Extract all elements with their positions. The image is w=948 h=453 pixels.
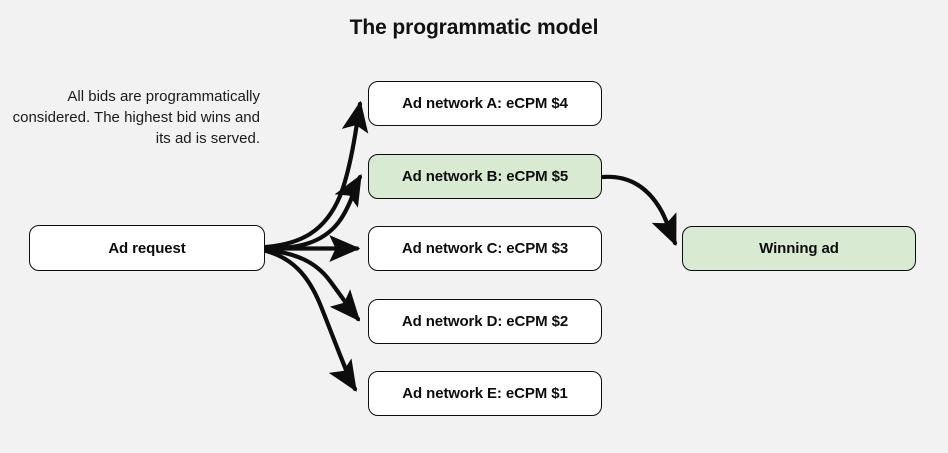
page-title: The programmatic model (349, 16, 599, 39)
description-text: All bids are programmatically considered… (12, 88, 260, 147)
node-winning-ad[interactable]: Winning ad (682, 226, 916, 271)
node-ad-network-e[interactable]: Ad network E: eCPM $1 (368, 371, 602, 416)
node-ad-network-d[interactable]: Ad network D: eCPM $2 (368, 299, 602, 344)
edge-network-b-to-winning (600, 174, 678, 247)
node-ad-network-b[interactable]: Ad network B: eCPM $5 (368, 154, 602, 199)
edge-request-to-network-b (263, 174, 363, 251)
edge-request-to-network-d (263, 247, 361, 322)
node-ad-network-a[interactable]: Ad network A: eCPM $4 (368, 81, 602, 126)
edge-request-to-network-a (263, 100, 369, 250)
node-ad-network-c[interactable]: Ad network C: eCPM $3 (368, 226, 602, 271)
node-ad-request[interactable]: Ad request (29, 225, 265, 271)
edge-request-to-network-e (263, 248, 358, 392)
